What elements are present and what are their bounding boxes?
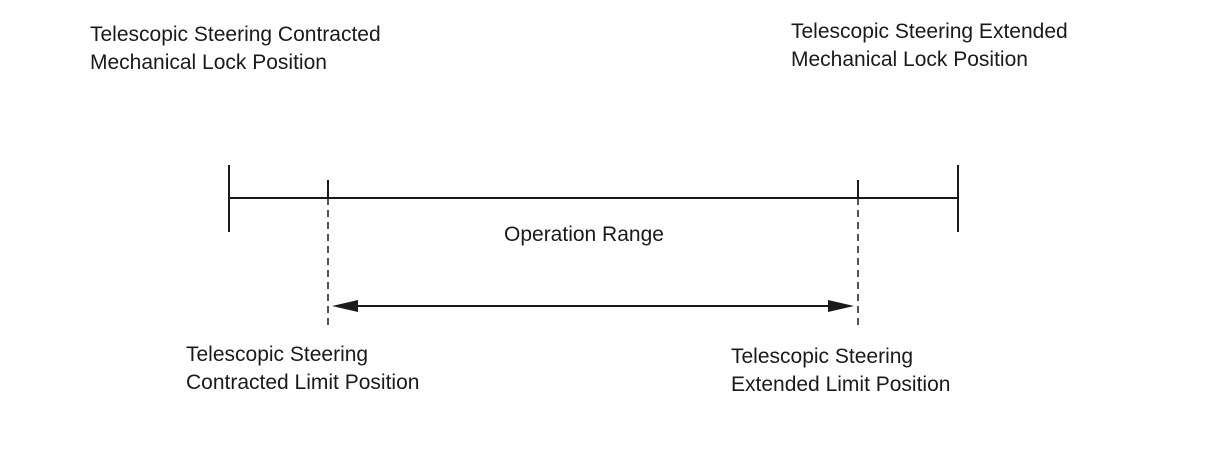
arrowhead-left bbox=[332, 300, 358, 312]
extended-lock-line-2: Mechanical Lock Position bbox=[791, 48, 1028, 71]
extended-lock-line-1: Telescopic Steering Extended bbox=[791, 20, 1068, 43]
operation-range-label: Operation Range bbox=[504, 223, 664, 246]
contracted-limit-line-1: Telescopic Steering bbox=[186, 343, 369, 366]
contracted-limit-label: Telescopic Steering Contracted Limit Pos… bbox=[186, 341, 419, 397]
arrowhead-right bbox=[828, 300, 854, 312]
contracted-lock-line-2: Mechanical Lock Position bbox=[90, 51, 327, 74]
extended-mechanical-lock-label: Telescopic Steering Extended Mechanical … bbox=[791, 18, 1068, 74]
contracted-mechanical-lock-label: Telescopic Steering Contracted Mechanica… bbox=[90, 21, 381, 77]
contracted-lock-line-1: Telescopic Steering Contracted bbox=[90, 23, 381, 46]
contracted-limit-line-2: Contracted Limit Position bbox=[186, 371, 420, 394]
extended-limit-line-1: Telescopic Steering bbox=[731, 345, 914, 368]
extended-limit-label: Telescopic Steering Extended Limit Posit… bbox=[731, 343, 950, 399]
extended-limit-line-2: Extended Limit Position bbox=[731, 373, 951, 396]
